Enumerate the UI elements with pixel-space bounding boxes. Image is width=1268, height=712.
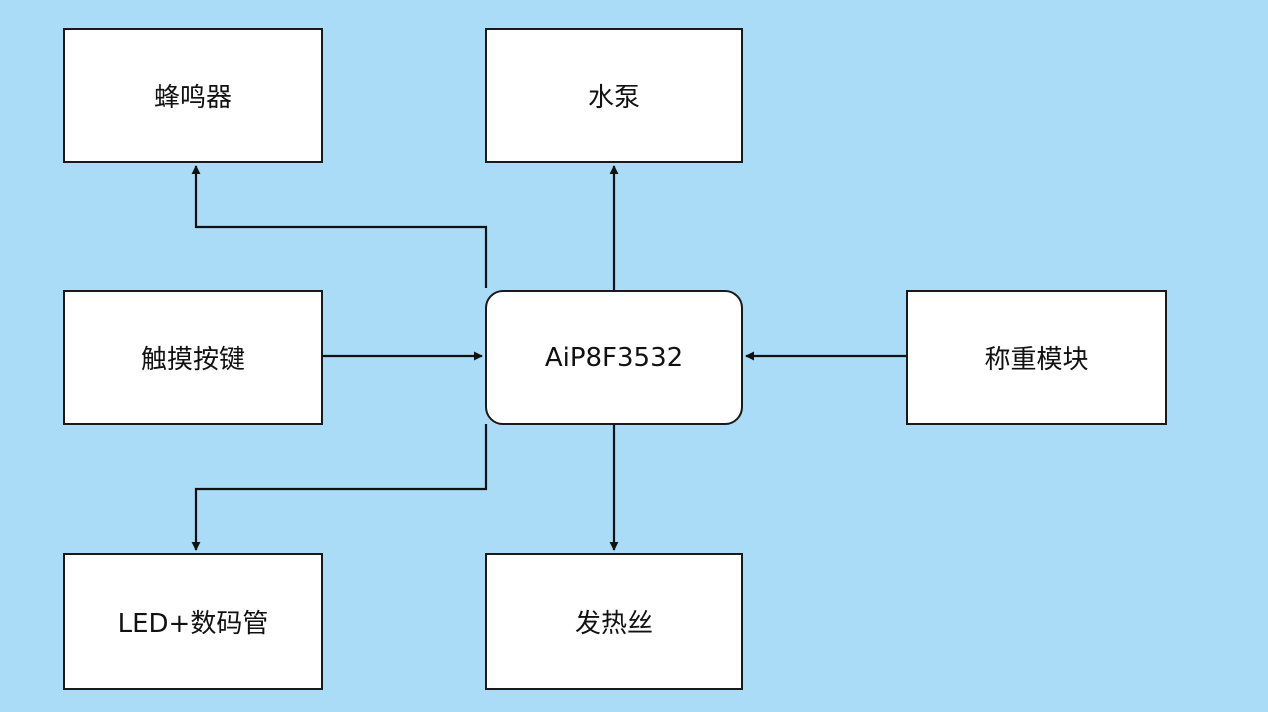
arrow-mcu-to-buzzer — [191, 165, 488, 288]
node-heating-wire: 发热丝 — [485, 553, 743, 690]
node-mcu-label: AiP8F3532 — [544, 342, 684, 373]
node-touch-keys: 触摸按键 — [63, 290, 323, 425]
node-touch-keys-label: 触摸按键 — [140, 345, 245, 375]
node-pump-label: 水泵 — [587, 83, 640, 113]
node-heating-wire-label: 发热丝 — [574, 609, 653, 639]
node-pump: 水泵 — [485, 28, 743, 163]
node-buzzer-label: 蜂鸣器 — [153, 83, 232, 113]
node-led-display: LED+数码管 — [63, 553, 323, 690]
node-led-display-label: LED+数码管 — [117, 609, 269, 639]
node-mcu: AiP8F3532 — [485, 290, 743, 425]
node-weighing-module-label: 称重模块 — [984, 345, 1089, 375]
node-weighing-module: 称重模块 — [906, 290, 1167, 425]
arrow-mcu-to-led-display — [191, 424, 488, 551]
node-buzzer: 蜂鸣器 — [63, 28, 323, 163]
